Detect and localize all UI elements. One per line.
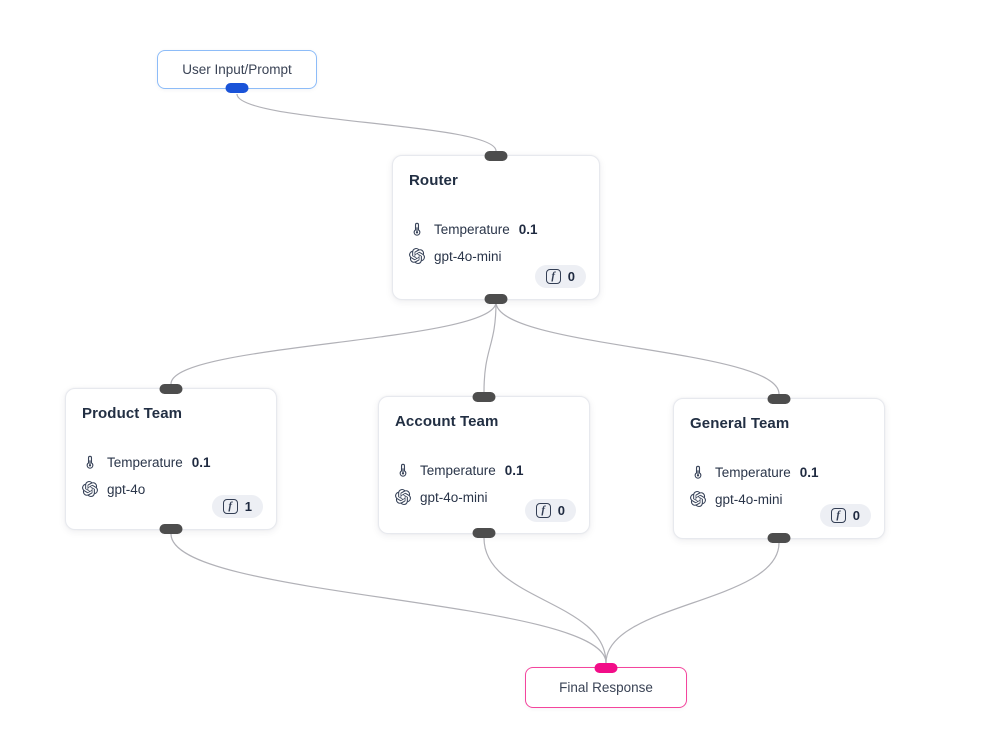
product-team-title: Product Team [82, 405, 183, 422]
temperature-label: Temperature [420, 462, 496, 478]
temperature-label: Temperature [107, 454, 183, 470]
node-general-team[interactable]: General Team Temperature 0.1 gpt-4o-mini… [673, 394, 885, 543]
edge-account-final[interactable] [483, 537, 607, 664]
product-temperature-row: Temperature 0.1 [82, 454, 260, 470]
target-handle-final-response[interactable] [594, 663, 618, 673]
node-router[interactable]: Router Temperature 0.1 gpt-4o-mini f 0 [392, 151, 600, 304]
functions-count: 0 [852, 508, 860, 523]
temperature-label: Temperature [434, 221, 510, 237]
thermometer-icon [82, 454, 98, 470]
functions-badge: f 1 [211, 495, 263, 518]
functions-count: 0 [567, 269, 575, 284]
source-handle-user-input[interactable] [225, 83, 249, 93]
temperature-value: 0.1 [504, 462, 524, 478]
node-product-team[interactable]: Product Team Temperature 0.1 gpt-4o f 1 [65, 384, 277, 534]
router-temperature-row: Temperature 0.1 [409, 221, 583, 237]
thermometer-icon [690, 464, 706, 480]
source-handle-account-team[interactable] [472, 528, 496, 538]
target-handle-router[interactable] [484, 151, 508, 161]
edge-general-final[interactable] [605, 542, 780, 664]
source-handle-router[interactable] [484, 294, 508, 304]
thermometer-icon [395, 462, 411, 478]
router-title: Router [409, 172, 458, 189]
source-handle-general-team[interactable] [767, 533, 791, 543]
general-temperature-row: Temperature 0.1 [690, 464, 868, 480]
openai-logo-icon [82, 481, 98, 497]
node-final-response[interactable]: Final Response [525, 663, 687, 708]
edge-userinput-router[interactable] [236, 93, 497, 152]
functions-count: 1 [244, 499, 252, 514]
general-model-row: gpt-4o-mini [690, 491, 868, 507]
temperature-label: Temperature [715, 464, 791, 480]
account-temperature-row: Temperature 0.1 [395, 462, 573, 478]
account-model-row: gpt-4o-mini [395, 489, 573, 505]
user-input-label: User Input/Prompt [182, 62, 292, 77]
function-icon: f [535, 503, 551, 518]
model-name: gpt-4o-mini [434, 248, 502, 264]
node-user-input[interactable]: User Input/Prompt [157, 50, 317, 93]
account-team-title: Account Team [395, 413, 499, 430]
function-icon: f [222, 499, 238, 514]
router-model-row: gpt-4o-mini [409, 248, 583, 264]
function-icon: f [545, 269, 561, 284]
openai-logo-icon [690, 491, 706, 507]
product-model-row: gpt-4o [82, 481, 260, 497]
temperature-value: 0.1 [191, 454, 211, 470]
openai-logo-icon [395, 489, 411, 505]
target-handle-product-team[interactable] [159, 384, 183, 394]
source-handle-product-team[interactable] [159, 524, 183, 534]
function-icon: f [830, 508, 846, 523]
target-handle-general-team[interactable] [767, 394, 791, 404]
general-team-title: General Team [690, 415, 790, 432]
edge-router-general[interactable] [495, 301, 780, 395]
temperature-value: 0.1 [799, 464, 819, 480]
openai-logo-icon [409, 248, 425, 264]
functions-badge: f 0 [524, 499, 576, 522]
final-response-label: Final Response [559, 680, 653, 695]
functions-badge: f 0 [819, 504, 871, 527]
edge-router-product[interactable] [170, 301, 497, 385]
node-account-team[interactable]: Account Team Temperature 0.1 gpt-4o-mini… [378, 392, 590, 538]
temperature-value: 0.1 [518, 221, 538, 237]
model-name: gpt-4o [107, 481, 146, 497]
edge-router-account[interactable] [483, 301, 497, 393]
edge-product-final[interactable] [170, 533, 607, 664]
model-name: gpt-4o-mini [715, 491, 783, 507]
thermometer-icon [409, 221, 425, 237]
functions-count: 0 [557, 503, 565, 518]
model-name: gpt-4o-mini [420, 489, 488, 505]
target-handle-account-team[interactable] [472, 392, 496, 402]
functions-badge: f 0 [534, 265, 586, 288]
